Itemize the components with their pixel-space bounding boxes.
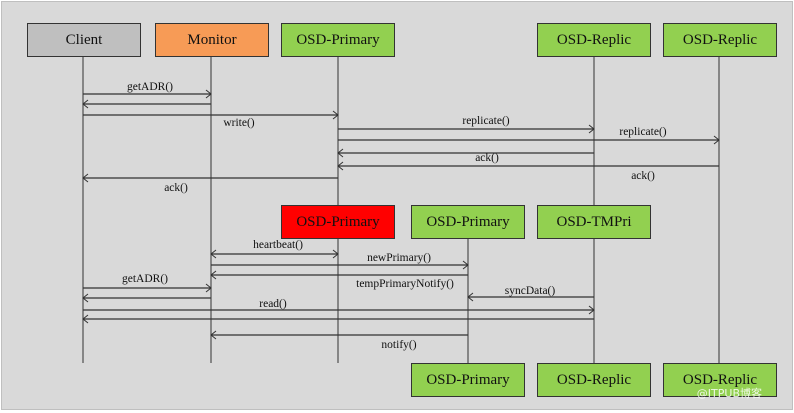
participant-osd-replic-end-2: OSD-Replic	[663, 363, 777, 397]
msg-write-arrowhead	[332, 110, 339, 120]
message-label-notify: notify()	[381, 339, 417, 351]
message-label-replicate-2: replicate()	[619, 126, 667, 138]
participant-monitor: Monitor	[155, 23, 269, 57]
participant-label: OSD-Replic	[682, 31, 758, 48]
participant-label: OSD-TMPri	[556, 213, 632, 230]
participant-label: OSD-Replic	[682, 371, 758, 388]
msg-read-return-arrowhead	[82, 314, 89, 324]
message-label-getadr-2: getADR()	[122, 273, 168, 285]
msg-replicate-1-arrowhead	[588, 124, 595, 134]
msg-tempprimarynotify-arrowhead	[210, 270, 217, 280]
participant-osd-replic-2: OSD-Replic	[663, 23, 777, 57]
msg-syncdata-arrowhead	[467, 292, 474, 302]
msg-read-arrowhead	[588, 305, 595, 315]
participant-osd-primary-new: OSD-Primary	[411, 205, 525, 239]
msg-getadr-2-arrowhead	[205, 283, 212, 293]
msg-newprimary-arrowhead	[462, 260, 469, 270]
msg-replicate-2-arrowhead	[713, 135, 720, 145]
participant-label: OSD-Primary	[426, 371, 510, 388]
participant-osd-primary-end: OSD-Primary	[411, 363, 525, 397]
participant-osd-replic-1: OSD-Replic	[537, 23, 651, 57]
participant-label: Client	[65, 31, 103, 48]
message-label-ack-3: ack()	[164, 182, 188, 194]
participant-label: OSD-Replic	[556, 371, 632, 388]
participant-label: OSD-Primary	[296, 213, 380, 230]
participant-label: OSD-Primary	[296, 31, 380, 48]
msg-getadr-2-return-arrowhead	[82, 293, 89, 303]
msg-heartbeat-arrowhead	[332, 249, 339, 259]
message-label-ack-2: ack()	[631, 170, 655, 182]
watermark: @ITPUB博客	[696, 387, 762, 400]
participant-osd-replic-end-1: OSD-Replic	[537, 363, 651, 397]
message-label-newprimary: newPrimary()	[367, 252, 431, 264]
participant-label: OSD-Primary	[426, 213, 510, 230]
msg-ack-3-arrowhead	[82, 173, 89, 183]
participant-osd-primary-failed: OSD-Primary	[281, 205, 395, 239]
message-label-ack-1: ack()	[475, 152, 499, 164]
message-label-replicate-1: replicate()	[462, 115, 510, 127]
msg-getadr-arrowhead	[205, 89, 212, 99]
participant-osd-primary: OSD-Primary	[281, 23, 395, 57]
msg-ack-2-arrowhead	[337, 161, 344, 171]
participant-label: OSD-Replic	[556, 31, 632, 48]
msg-ack-1-arrowhead	[337, 148, 344, 158]
message-label-write: write()	[223, 117, 255, 129]
msg-getadr-return-arrowhead	[82, 99, 89, 109]
participant-osd-tmpri: OSD-TMPri	[537, 205, 651, 239]
participant-client: Client	[27, 23, 141, 57]
message-label-getadr: getADR()	[127, 81, 173, 93]
msg-heartbeat-arrowhead-start	[210, 249, 217, 259]
message-label-heartbeat: heartbeat()	[253, 239, 303, 251]
msg-notify-arrowhead	[210, 330, 217, 340]
message-label-tempprimarynotify: tempPrimaryNotify()	[356, 278, 454, 290]
participant-label: Monitor	[187, 31, 237, 48]
message-label-read: read()	[259, 298, 287, 310]
message-label-syncdata: syncData()	[504, 285, 556, 297]
